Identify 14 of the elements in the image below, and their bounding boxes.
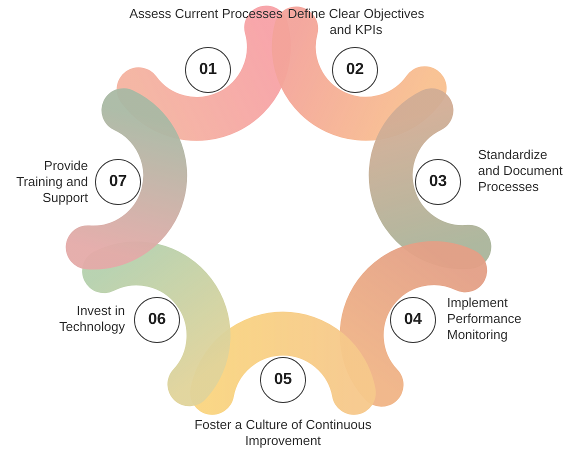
step-caption: Assess Current Processes [128,6,284,22]
number-circle: 02 [332,47,378,93]
step-caption: Implement Performance Monitoring [447,295,522,343]
number-circle: 05 [260,357,306,403]
step-caption: Invest in Technology [58,303,125,335]
number-circle: 07 [95,159,141,205]
number-circle: 03 [415,159,461,205]
step-caption: Provide Training and Support [15,158,88,206]
number-circle: 04 [390,297,436,343]
step-caption: Standardize and Document Processes [478,147,563,195]
number-circle: 06 [134,297,180,343]
step-caption: Foster a Culture of Continuous Improvement [193,417,373,449]
step-caption: Define Clear Objectives and KPIs [286,6,426,38]
number-circle: 01 [185,47,231,93]
